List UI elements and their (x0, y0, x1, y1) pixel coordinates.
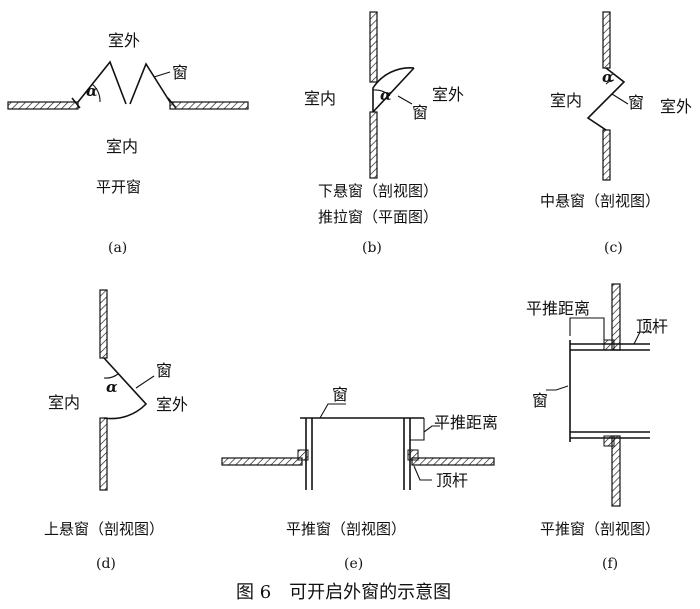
push-distance-bracket (410, 418, 425, 441)
frame-block-top (603, 339, 615, 351)
wall-upper (99, 289, 108, 359)
wall-upper (369, 11, 378, 83)
label-window: 窗 (412, 103, 428, 122)
figure-title: 图 6 可开启外窗的示意图 (236, 582, 451, 603)
angle-arc (605, 79, 615, 85)
bottom-hung-sash (372, 67, 415, 112)
panel-f: 平推距离 顶杆 窗 平推窗（剖视图） (f) (526, 283, 668, 572)
panel-letter: (a) (108, 240, 127, 256)
panel-b: 室内 α 窗 室外 下悬窗（剖视图） 推拉窗（平面图） (b) (304, 11, 464, 256)
label-indoor: 室内 (48, 393, 80, 412)
panel-e: 窗 平推距离 顶杆 平推窗（剖视图） (e) (221, 385, 498, 572)
label-push-distance: 平推距离 (434, 413, 498, 432)
panel-letter: (b) (362, 240, 382, 256)
label-alpha: α (106, 378, 118, 396)
wall-left (7, 101, 79, 110)
label-window: 窗 (532, 391, 548, 410)
panel-caption: 中悬窗（剖视图） (540, 192, 660, 210)
frame-stub-left (71, 97, 81, 109)
label-indoor: 室内 (304, 89, 336, 108)
label-indoor: 室内 (106, 137, 138, 156)
casement-sash-right (129, 62, 171, 105)
label-window: 窗 (156, 361, 172, 380)
rod-leader (633, 331, 652, 345)
rod-leader (413, 465, 432, 481)
wall-left (221, 457, 303, 466)
frame-block-left (297, 449, 309, 461)
label-top-rod: 顶杆 (436, 471, 468, 490)
wall-lower (369, 111, 378, 179)
center-pivot-sash (586, 67, 626, 131)
sash-line (372, 67, 415, 113)
panel-c: α 室内 窗 室外 中悬窗（剖视图） (c) (540, 11, 692, 256)
panel-caption: 上悬窗（剖视图） (44, 520, 164, 538)
angle-arc (103, 373, 119, 379)
wall-lower (611, 435, 621, 507)
label-window: 窗 (172, 63, 188, 82)
panel-caption-1: 下悬窗（剖视图） (318, 182, 438, 200)
panel-caption: 平推窗（剖视图） (286, 520, 406, 538)
label-push-distance: 平推距离 (526, 299, 590, 318)
window-leader (397, 95, 413, 105)
angle-arc (372, 89, 391, 97)
panel-caption-2: 推拉窗（平面图） (318, 208, 438, 226)
window-leader (319, 403, 346, 419)
wall-lower (99, 417, 108, 491)
label-alpha: α (86, 82, 98, 100)
panel-letter: (f) (602, 556, 618, 572)
frame-block-bottom (603, 435, 615, 447)
label-outdoor: 室外 (156, 395, 188, 414)
window-leader (153, 71, 171, 78)
panel-caption: 平推窗（剖视图） (540, 520, 660, 538)
label-outdoor: 室外 (660, 97, 692, 116)
top-hung-sash (103, 357, 148, 420)
panel-letter: (e) (344, 556, 363, 572)
label-indoor: 室内 (550, 91, 582, 110)
label-outdoor: 室外 (108, 31, 140, 50)
wall-right (411, 457, 495, 466)
push-leader (423, 425, 440, 433)
panel-letter: (d) (96, 556, 116, 572)
wall-lower (602, 129, 611, 181)
frame-block-right (407, 449, 419, 461)
label-top-rod: 顶杆 (636, 317, 668, 336)
casement-sash-left (77, 60, 127, 105)
panel-d: α 窗 室内 室外 上悬窗（剖视图） (d) (44, 289, 188, 572)
window-leader (546, 385, 569, 391)
label-outdoor: 室外 (432, 85, 464, 104)
wall-right (169, 101, 249, 110)
label-window: 窗 (628, 93, 644, 112)
push-distance-bracket (569, 317, 605, 340)
label-window: 窗 (332, 385, 348, 404)
wall-upper (602, 11, 611, 69)
window-leader (135, 375, 155, 389)
frame-stub-right (167, 97, 177, 109)
label-alpha: α (602, 68, 614, 86)
angle-arc (91, 83, 101, 103)
panel-a: 室外 窗 α 室内 平开窗 (a) (7, 31, 249, 256)
panel-letter: (c) (604, 240, 623, 256)
label-alpha: α (380, 86, 392, 104)
panel-caption: 平开窗 (96, 178, 141, 196)
window-leader (611, 93, 629, 105)
